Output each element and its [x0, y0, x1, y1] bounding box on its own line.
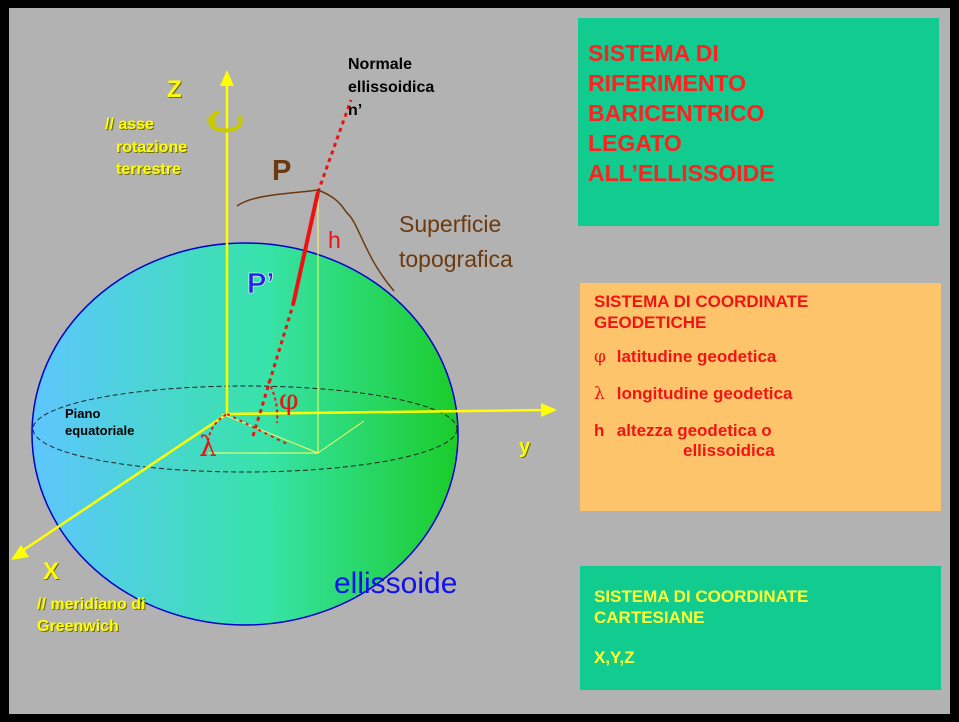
y-axis-label: y [519, 436, 531, 458]
normal-label-line-1: Normale [348, 56, 413, 73]
x-axis-arrow [11, 545, 29, 560]
geodetic-item-latitude: φ latitudine geodetica [594, 347, 941, 367]
reference-system-box: SISTEMA DI RIFERIMENTO BARICENTRICO LEGA… [578, 18, 939, 226]
title-line-1: SISTEMA DI [588, 40, 719, 66]
x-axis-label: X [43, 558, 60, 585]
lambda-symbol: λ [199, 430, 217, 463]
surface-label-line-2: topografica [399, 246, 513, 272]
latitude-text: latitudine geodetica [616, 347, 777, 366]
cartesian-header-line-2: CARTESIANE [594, 608, 705, 627]
geodetic-header-line-1: SISTEMA DI COORDINATE [594, 292, 809, 311]
projection-meridian [221, 413, 319, 454]
h-label: h [328, 227, 341, 253]
title-line-2: RIFERIMENTO [588, 70, 747, 96]
cartesian-header: SISTEMA DI COORDINATE CARTESIANE [594, 586, 941, 628]
phi-item-symbol: φ [594, 347, 606, 367]
z-axis-arrow [220, 70, 234, 86]
lambda-dotted-line [226, 413, 290, 446]
h-item-symbol: h [594, 421, 605, 440]
z-caption-line-1: // asse [105, 116, 154, 133]
geodetic-item-longitude: λ longitudine geodetica [594, 384, 941, 404]
equatorial-plane-line-1: Piano [65, 406, 101, 421]
title-line-5: ALL’ELLISSOIDE [588, 160, 775, 186]
ellipsoid-label: ellissoide [334, 567, 457, 600]
topographic-surface-curve [236, 189, 395, 292]
longitude-text: longitudine geodetica [616, 384, 793, 403]
z-axis-label: Z [167, 76, 182, 103]
geodetic-header: SISTEMA DI COORDINATE GEODETICHE [594, 291, 941, 333]
z-caption-line-3: terrestre [116, 161, 181, 178]
geodetic-coordinates-box: SISTEMA DI COORDINATE GEODETICHE φ latit… [580, 283, 941, 511]
normal-dotted-upper [316, 99, 353, 193]
cartesian-header-line-1: SISTEMA DI COORDINATE [594, 587, 809, 606]
height-continuation: ellissoidica [683, 441, 775, 460]
cartesian-coordinates-box: SISTEMA DI COORDINATE CARTESIANE X,Y,Z [580, 566, 941, 690]
y-axis [226, 408, 546, 416]
normal-dotted-lower [251, 304, 295, 437]
ellipsoid [31, 242, 459, 626]
normal-label-line-2: ellissoidica [348, 79, 435, 96]
lambda-arc [207, 413, 228, 442]
diagram-canvas: P P’ h φ λ ellissoide Superficie topogra… [11, 70, 557, 626]
x-axis [18, 412, 228, 555]
equatorial-plane-line-2: equatoriale [65, 423, 135, 438]
geodetic-header-line-2: GEODETICHE [594, 313, 707, 332]
title-line-4: LEGATO [588, 130, 682, 156]
point-p-prime-label: P’ [247, 268, 274, 300]
projection-diag [317, 420, 365, 454]
geodetic-item-height: h altezza geodetica o [594, 421, 941, 441]
z-caption-line-2: rotazione [116, 139, 188, 156]
x-caption-line-2: Greenwich [37, 618, 119, 635]
y-axis-arrow [541, 403, 557, 417]
surface-label-line-1: Superficie [399, 211, 501, 237]
normal-label-line-3: n’ [348, 102, 363, 119]
x-caption-line-1: // meridiano di [37, 596, 146, 613]
equator-ellipse [32, 385, 458, 473]
h-segment [291, 191, 320, 306]
title-line-3: BARICENTRICO [588, 100, 765, 126]
point-p-label: P [272, 155, 291, 187]
phi-symbol: φ [279, 383, 299, 416]
slide: P P’ h φ λ ellissoide Superficie topogra… [9, 8, 950, 714]
cartesian-coords: X,Y,Z [594, 648, 635, 667]
height-text: altezza geodetica o [616, 421, 772, 440]
lambda-item-symbol: λ [594, 384, 605, 404]
rotation-arrow-icon [206, 110, 243, 133]
